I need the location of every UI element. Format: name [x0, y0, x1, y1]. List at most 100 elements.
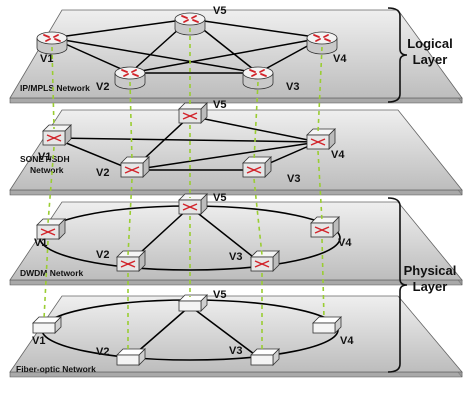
node-v3: [242, 156, 272, 178]
switch-arrows-icon: [46, 134, 62, 142]
brace-icon: [387, 7, 408, 103]
mapping-line-v4: [321, 238, 325, 320]
router-top: [174, 12, 206, 26]
link-v2-v4: [129, 37, 323, 74]
mapping-line-v3: [253, 81, 259, 162]
node-v1: [42, 124, 72, 146]
router-top: [306, 31, 338, 45]
node-v5: [174, 12, 206, 36]
node-v4: [306, 128, 336, 150]
box-front: [250, 354, 274, 366]
mapping-line-v1: [43, 240, 49, 320]
node-label-v2: V2: [96, 81, 109, 93]
node-label-v1: V1: [40, 53, 53, 65]
node-label-v5: V5: [213, 289, 226, 301]
node-v3: [250, 250, 280, 272]
node-label-v1: V1: [32, 335, 45, 347]
node-v5: [178, 193, 208, 215]
group-label-line: Layer: [413, 279, 448, 294]
router-arrows-icon: [249, 69, 267, 77]
plane-edge: [9, 279, 463, 286]
group-label-line: Layer: [413, 52, 448, 67]
box-front: [178, 300, 202, 312]
box-front: [116, 354, 140, 366]
node-label-v3: V3: [229, 251, 242, 263]
switch-arrows-icon: [120, 260, 136, 268]
group-label-line: Physical: [404, 263, 457, 278]
layer-label: Fiber-optic Network: [16, 364, 96, 374]
node-v3: [250, 348, 280, 366]
group-label-line: Logical: [407, 36, 453, 51]
node-label-v4: V4: [331, 149, 345, 161]
node-v2: [114, 66, 146, 90]
node-label-v4: V4: [340, 335, 354, 347]
switch-arrows-icon: [40, 228, 56, 236]
router-arrows-icon: [43, 34, 61, 42]
layer-plane: [9, 109, 463, 191]
plane-edge: [9, 189, 463, 196]
box-front: [32, 322, 56, 334]
node-v2: [116, 250, 146, 272]
switch-arrows-icon: [246, 166, 262, 174]
router-arrows-icon: [121, 69, 139, 77]
layer-label: IP/MPLS Network: [20, 83, 90, 93]
node-v5: [178, 102, 208, 124]
node-v4: [310, 216, 340, 238]
node-label-v3: V3: [286, 81, 299, 93]
mapping-line-v4: [317, 46, 323, 134]
node-label-v4: V4: [338, 237, 352, 249]
node-label-v5: V5: [213, 192, 226, 204]
node-v1: [32, 316, 62, 334]
node-label-v4: V4: [333, 53, 347, 65]
link-v1-v5: [51, 18, 191, 39]
layer-plane: [9, 295, 463, 373]
node-v2: [120, 156, 150, 178]
node-label-v2: V2: [96, 346, 109, 358]
node-v4: [306, 31, 338, 55]
switch-arrows-icon: [182, 203, 198, 211]
box-front: [312, 322, 336, 334]
link-v2-v4: [131, 141, 319, 171]
node-label-v1: V1: [38, 151, 51, 163]
mapping-line-v4: [317, 150, 323, 222]
layer-label-line: SONET/SDH: [20, 154, 70, 164]
link-v5-v3: [189, 305, 263, 361]
node-label-v2: V2: [96, 167, 109, 179]
link-v4-v5: [189, 18, 323, 39]
switch-arrows-icon: [314, 226, 330, 234]
switch-arrows-icon: [124, 166, 140, 174]
switch-arrows-icon: [254, 260, 270, 268]
node-v4: [312, 316, 342, 334]
router-arrows-icon: [181, 15, 199, 23]
layer-label-line: Network: [30, 165, 64, 175]
node-label-v3: V3: [287, 173, 300, 185]
link-v5-v3: [189, 206, 263, 265]
mapping-line-v1: [51, 46, 55, 130]
node-v1: [36, 31, 68, 55]
node-label-v5: V5: [213, 99, 226, 111]
node-label-v5: V5: [213, 5, 226, 17]
link-v1-v3: [51, 37, 259, 74]
router-top: [114, 66, 146, 80]
node-v5: [178, 294, 208, 312]
node-label-v2: V2: [96, 249, 109, 261]
node-v3: [242, 66, 274, 90]
switch-arrows-icon: [310, 138, 326, 146]
link-v1-v4: [53, 137, 319, 143]
switch-arrows-icon: [182, 112, 198, 120]
link-v4-v5: [189, 115, 319, 143]
mapping-line-v2: [129, 81, 133, 162]
router-top: [36, 31, 68, 45]
node-v2: [116, 348, 146, 366]
layer-label: DWDM Network: [20, 268, 84, 278]
